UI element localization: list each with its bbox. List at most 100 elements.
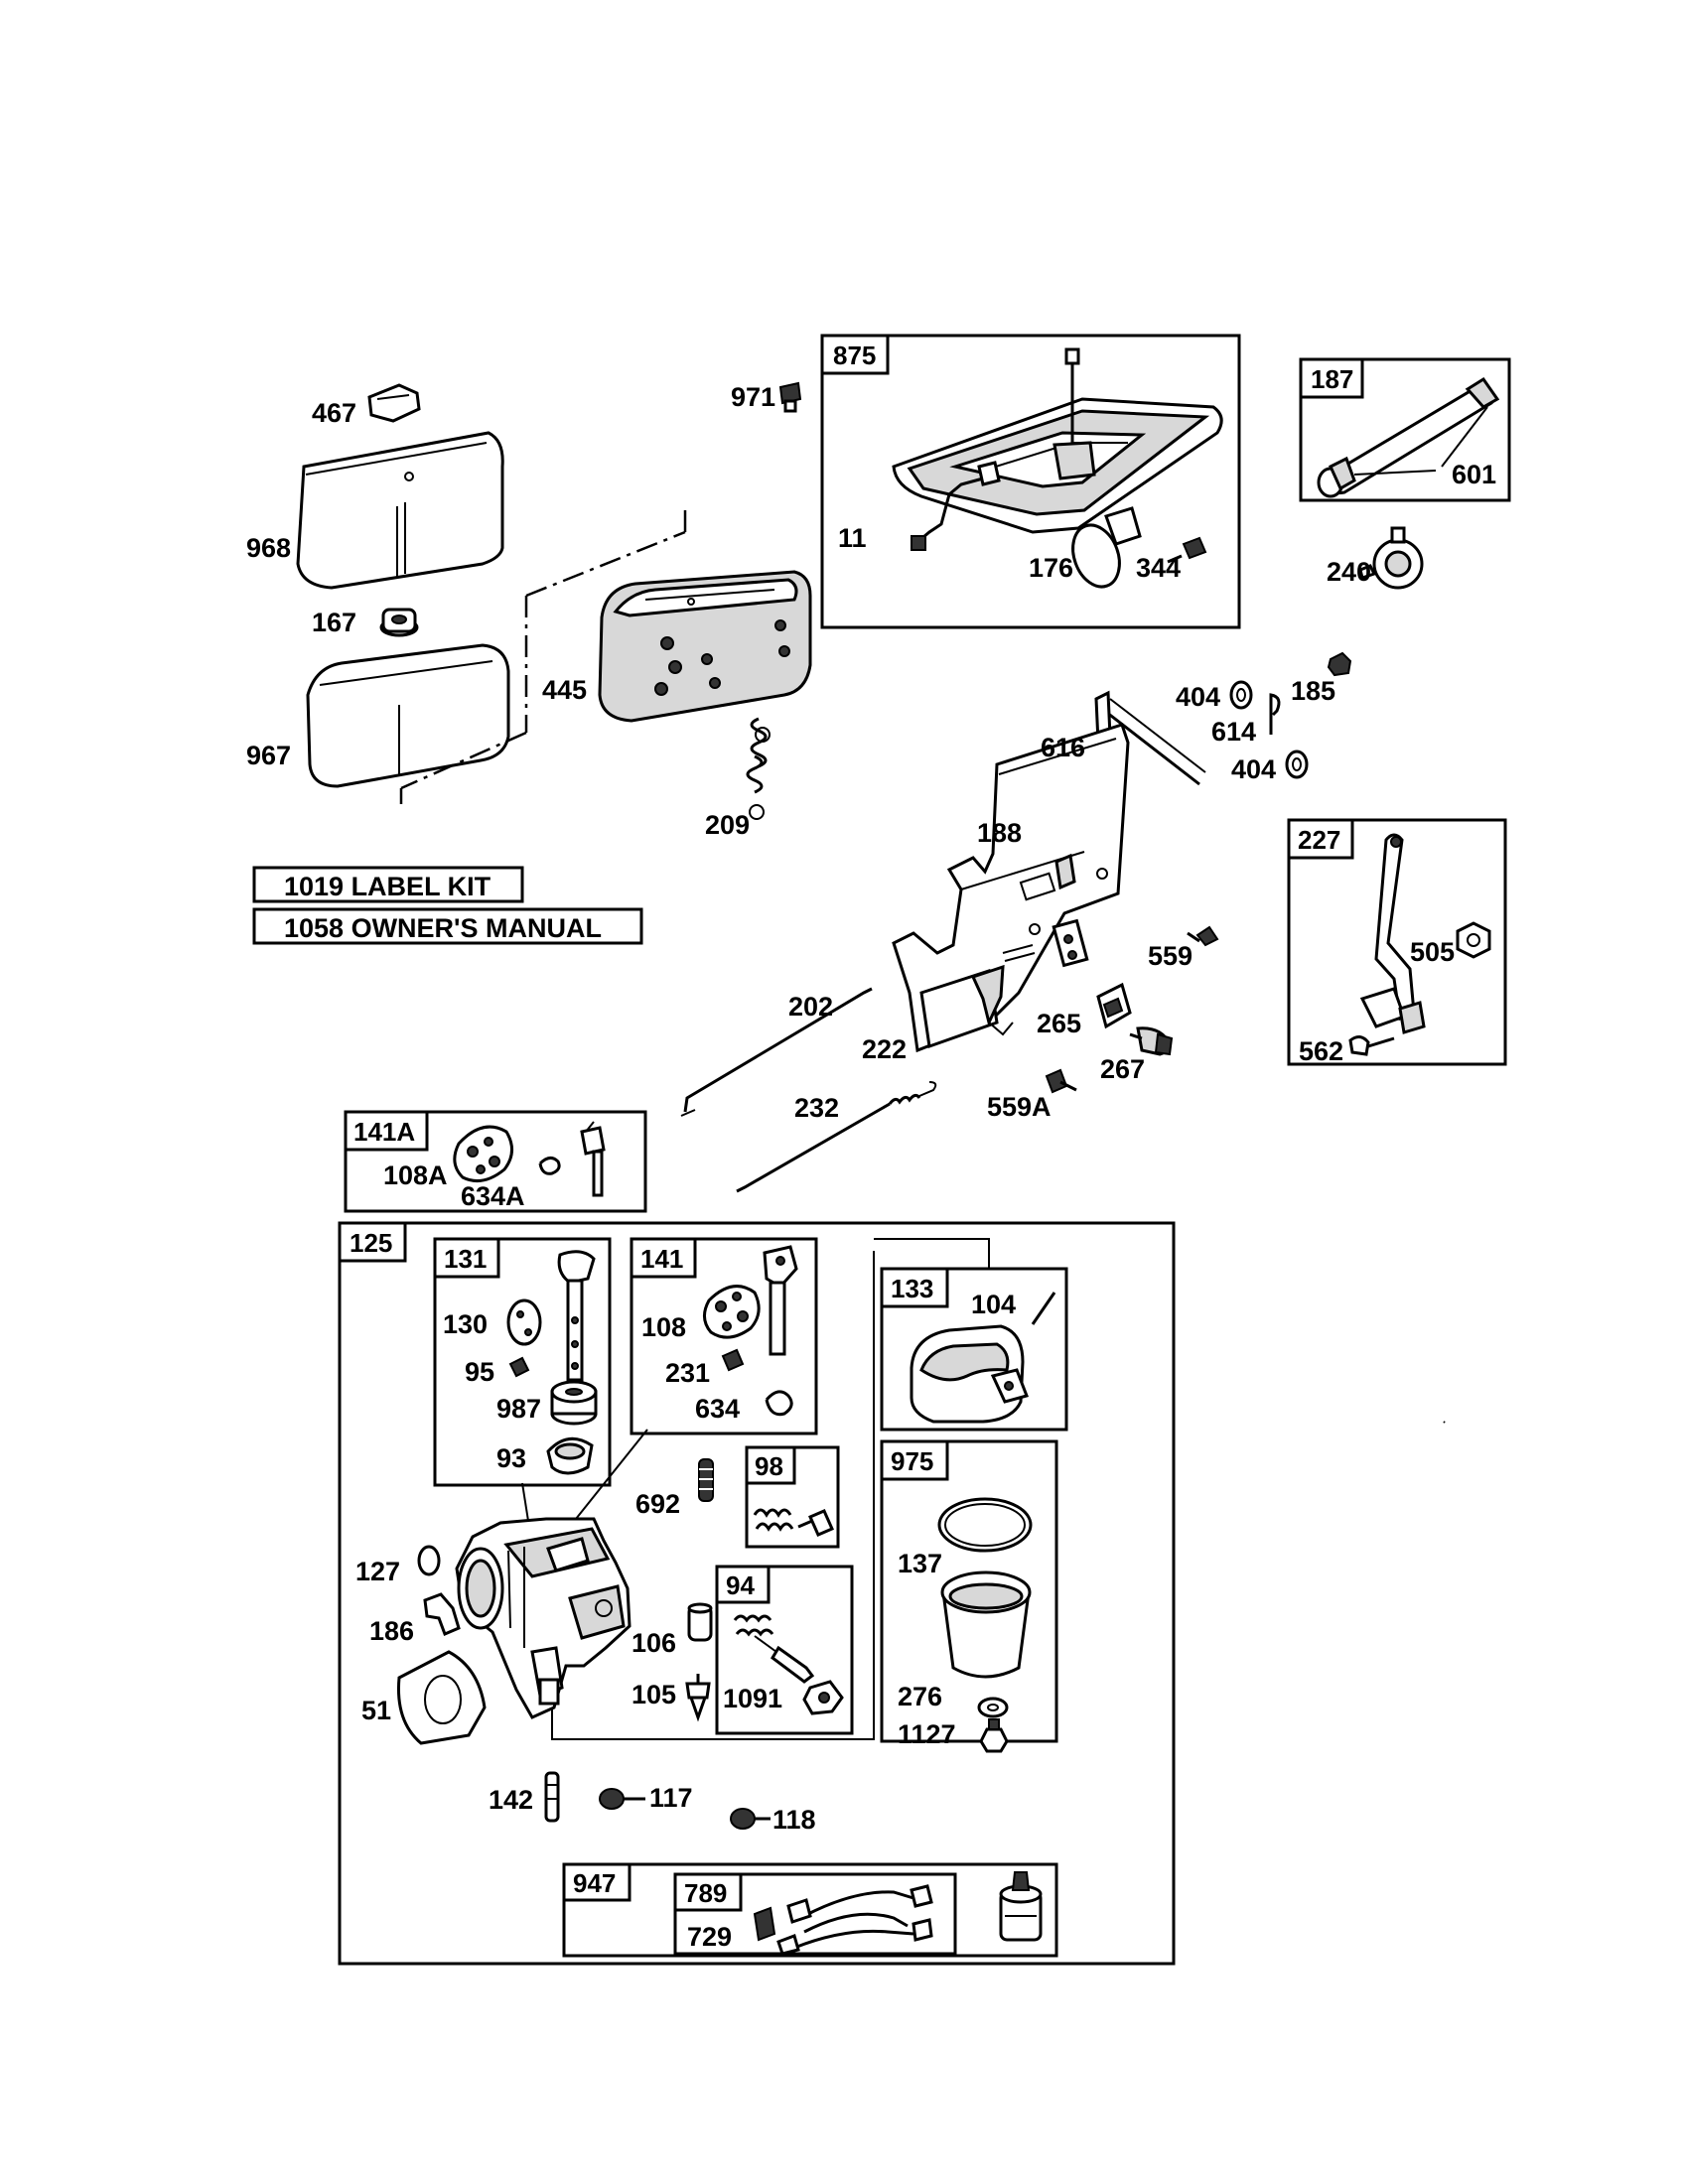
part-789-harness xyxy=(776,1884,933,1956)
part-276-washer xyxy=(977,1697,1009,1718)
part-1091-nut xyxy=(802,1680,844,1715)
part-141A-shaft xyxy=(580,1121,606,1197)
part-967-precleaner xyxy=(306,643,510,788)
label-1127: 1127 xyxy=(898,1719,956,1749)
label-967: 967 xyxy=(246,741,291,770)
part-137-gasket xyxy=(937,1497,1033,1553)
group-133-bracket-line xyxy=(551,1238,990,1740)
part-1127-nut xyxy=(979,1718,1009,1753)
group-141A-box xyxy=(344,1110,647,1213)
part-505-nut xyxy=(1456,921,1491,959)
label-185: 185 xyxy=(1291,676,1335,706)
label-505: 505 xyxy=(1410,937,1455,967)
part-344-screw xyxy=(1167,536,1207,564)
label-95: 95 xyxy=(465,1357,494,1387)
part-559A-screw xyxy=(1045,1068,1077,1094)
label-601: 601 xyxy=(1452,460,1496,489)
part-11-fitting xyxy=(911,461,1001,551)
part-94-needle xyxy=(754,1635,815,1684)
group-133-tag-box xyxy=(880,1267,949,1308)
part-202-link xyxy=(680,987,873,1117)
label-127: 127 xyxy=(355,1557,400,1586)
part-729-connector xyxy=(753,1906,776,1942)
part-968-cover xyxy=(296,431,504,590)
carb-leader-lines xyxy=(521,1429,648,1522)
part-167-spacer xyxy=(379,608,419,637)
group-94-box xyxy=(715,1565,854,1735)
label-93: 93 xyxy=(496,1443,526,1473)
group-125-tag-box xyxy=(338,1221,407,1263)
label-729: 729 xyxy=(687,1922,732,1952)
part-98-spring-screw xyxy=(753,1508,834,1537)
group-789-tag-box xyxy=(673,1872,743,1912)
kit-1058-box xyxy=(252,907,643,945)
part-185-nut xyxy=(1327,651,1352,677)
part-404-washer-b xyxy=(1285,750,1309,779)
part-692-tube xyxy=(698,1458,714,1502)
label-971: 971 xyxy=(731,382,775,412)
part-125-carburetor xyxy=(455,1517,632,1719)
part-108-gasket xyxy=(703,1285,761,1339)
label-240: 240 xyxy=(1327,557,1371,587)
tag-131: 131 xyxy=(444,1244,487,1274)
label-167: 167 xyxy=(312,608,356,637)
label-404b: 404 xyxy=(1231,754,1276,784)
group-141-tag-box xyxy=(630,1237,697,1279)
label-130: 130 xyxy=(443,1309,488,1339)
part-232-spring-link xyxy=(736,1081,937,1193)
part-231-screw xyxy=(721,1348,745,1372)
label-232: 232 xyxy=(794,1093,839,1123)
tag-141: 141 xyxy=(640,1244,683,1274)
label-614: 614 xyxy=(1211,717,1256,747)
part-95-screw xyxy=(508,1356,530,1378)
group-227-tag-box xyxy=(1287,818,1354,860)
part-131-throttle-shaft xyxy=(557,1250,596,1382)
label-106: 106 xyxy=(632,1628,676,1658)
label-51: 51 xyxy=(361,1696,391,1725)
part-117-fitting xyxy=(599,1788,645,1810)
part-267-screw xyxy=(1129,1026,1174,1056)
part-94-spring xyxy=(733,1614,774,1637)
label-692: 692 xyxy=(635,1489,680,1519)
part-141-choke-shaft xyxy=(763,1245,798,1356)
part-634-spring xyxy=(765,1390,793,1417)
part-104-pin xyxy=(1031,1292,1056,1325)
label-634A: 634A xyxy=(461,1181,525,1211)
group-975-tag-box xyxy=(880,1439,949,1481)
label-968: 968 xyxy=(246,533,291,563)
part-51-gasket xyxy=(396,1650,487,1745)
label-404a: 404 xyxy=(1176,682,1220,712)
label-11: 11 xyxy=(838,523,867,553)
part-875-base xyxy=(892,347,1223,546)
label-231: 231 xyxy=(665,1358,710,1388)
group-125-box xyxy=(338,1221,1176,1966)
part-467-knob xyxy=(367,383,421,423)
label-987: 987 xyxy=(496,1394,541,1424)
part-240-fuel-filter xyxy=(1358,526,1424,590)
kit-1058-label: 1058 OWNER'S MANUAL xyxy=(284,913,602,943)
label-222: 222 xyxy=(862,1034,907,1064)
kit-1019-box xyxy=(252,866,524,903)
part-404-washer-a xyxy=(1229,680,1253,710)
group-131-tag-box xyxy=(433,1237,500,1279)
tag-227: 227 xyxy=(1298,825,1340,855)
part-445-filter xyxy=(598,570,812,723)
label-176: 176 xyxy=(1029,553,1073,583)
part-634A-spring xyxy=(538,1157,561,1175)
label-445: 445 xyxy=(542,675,587,705)
part-559-screw xyxy=(1187,925,1219,947)
group-227-box xyxy=(1287,818,1507,1066)
part-127-washer xyxy=(417,1545,441,1576)
part-130-plate xyxy=(506,1298,542,1346)
control-bracket xyxy=(892,723,1130,1053)
label-276: 276 xyxy=(898,1682,942,1711)
part-265-guide xyxy=(1096,982,1132,1029)
part-142-pin xyxy=(544,1771,560,1823)
part-614-pin xyxy=(1269,693,1281,735)
group-947-tag-box xyxy=(562,1862,632,1902)
part-947-solenoid xyxy=(999,1871,1043,1942)
label-117: 117 xyxy=(649,1783,693,1813)
scan-speck xyxy=(1443,1421,1446,1424)
tag-141A: 141A xyxy=(353,1117,415,1147)
label-209: 209 xyxy=(705,810,750,840)
